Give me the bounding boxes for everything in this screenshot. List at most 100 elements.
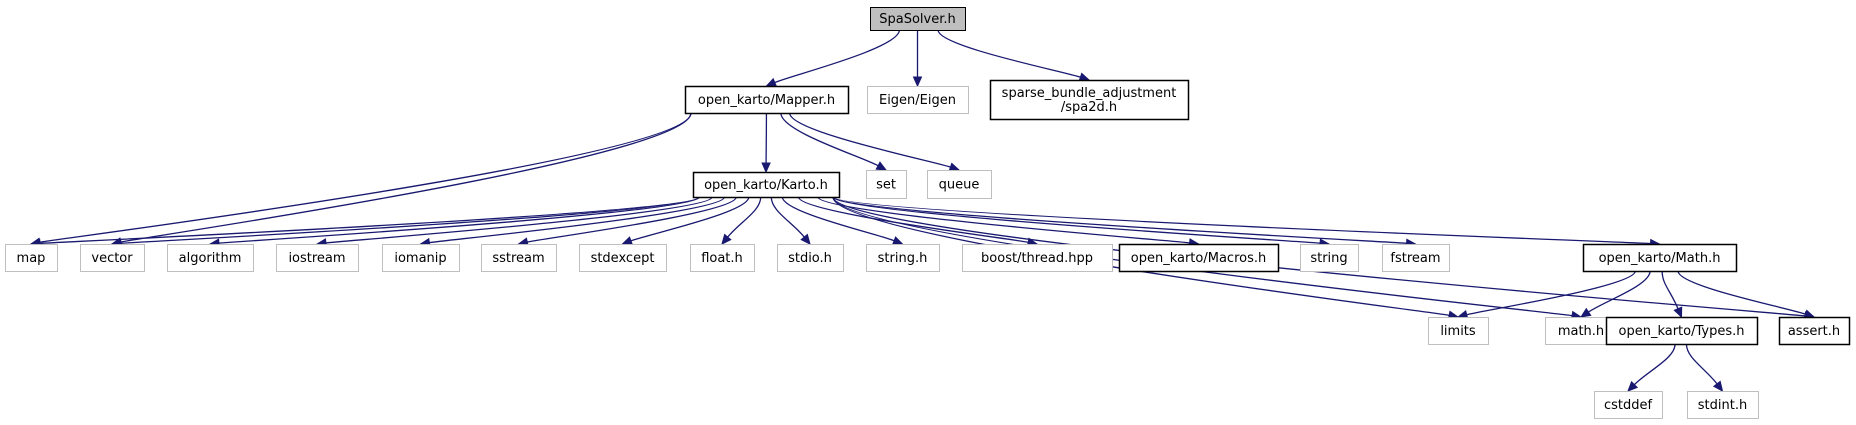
node-box — [684, 85, 850, 115]
node-string-h[interactable]: string.h — [866, 244, 940, 272]
edge-line — [780, 112, 879, 167]
node-label: map — [17, 251, 46, 266]
edge-karto-to-vector — [110, 196, 700, 248]
edge-line — [630, 196, 750, 242]
edge-math-to-asserth — [1677, 270, 1816, 319]
edge-line — [1633, 343, 1676, 386]
node-box — [866, 170, 907, 199]
arrowhead — [1627, 380, 1639, 392]
edge-line — [39, 196, 700, 245]
node-algorithm[interactable]: algorithm — [167, 244, 254, 272]
node-box — [1428, 317, 1489, 345]
node-box — [481, 244, 557, 272]
edge-math-to-limits — [1456, 270, 1636, 320]
node-boost-thread-hpp[interactable]: boost/thread.hpp — [962, 244, 1113, 272]
node-label: limits — [1440, 324, 1476, 339]
node-label: stdint.h — [1698, 398, 1747, 413]
node-iostream[interactable]: iostream — [276, 244, 359, 272]
node-label: sstream — [492, 251, 544, 266]
node-box — [1778, 316, 1851, 346]
node-sparse-bundle-adjustment-spa2d-h[interactable]: sparse_bundle_adjustment/spa2d.h — [989, 79, 1190, 121]
node-map[interactable]: map — [5, 244, 58, 272]
edge-line — [770, 196, 805, 238]
arrowhead — [765, 77, 778, 87]
node-open-karto-types-h[interactable]: open_karto/Types.h — [1605, 316, 1759, 346]
node-box — [1582, 243, 1738, 273]
node-queue[interactable]: queue — [927, 170, 992, 199]
arrowhead — [1673, 306, 1683, 319]
node-stdexcept[interactable]: stdexcept — [579, 244, 667, 272]
node-box — [927, 170, 992, 199]
node-box — [1687, 391, 1759, 419]
node-open-karto-math-h[interactable]: open_karto/Math.h — [1582, 243, 1738, 273]
node-eigen-eigen[interactable]: Eigen/Eigen — [867, 86, 969, 114]
node-stdio-h[interactable]: stdio.h — [777, 244, 844, 272]
node-label: math.h — [1558, 324, 1604, 339]
node-box — [5, 244, 58, 272]
node-sstream[interactable]: sstream — [481, 244, 557, 272]
edge-line — [120, 196, 700, 244]
node-assert-h[interactable]: assert.h — [1778, 316, 1851, 346]
node-open-karto-mapper-h[interactable]: open_karto/Mapper.h — [684, 85, 850, 115]
node-box — [989, 79, 1190, 121]
edge-mapper-to-queue — [788, 112, 961, 172]
node-box — [382, 244, 460, 272]
edge-line — [39, 112, 692, 243]
node-set[interactable]: set — [866, 170, 907, 199]
edge-spasolver-to-spa2d — [937, 29, 1091, 82]
edge-line — [797, 196, 1029, 243]
edge-math-to-types — [1661, 270, 1683, 319]
edge-mapper-to-set — [780, 112, 888, 171]
edge-line — [218, 196, 700, 244]
node-label: iostream — [288, 251, 345, 266]
node-label: Eigen/Eigen — [879, 93, 956, 108]
edge-types-to-stdinth — [1685, 343, 1724, 392]
node-fstream[interactable]: fstream — [1382, 244, 1450, 272]
node-cstddef[interactable]: cstddef — [1594, 391, 1663, 419]
node-label: open_karto/Types.h — [1619, 324, 1745, 339]
node-iomanip[interactable]: iomanip — [382, 244, 460, 272]
edges-layer — [29, 29, 1816, 392]
node-label: boost/thread.hpp — [981, 251, 1093, 266]
node-label: queue — [939, 178, 980, 193]
node-label: assert.h — [1788, 324, 1840, 339]
node-label: set — [876, 178, 896, 193]
node-label: string.h — [878, 251, 928, 266]
node-label: sparse_bundle_adjustment — [1002, 86, 1177, 101]
edge-karto-to-floath — [721, 196, 762, 245]
node-label: stdexcept — [591, 251, 655, 266]
edge-line — [937, 29, 1081, 78]
edge-line — [429, 196, 726, 244]
edge-line — [774, 29, 901, 84]
node-label: open_karto/Mapper.h — [698, 93, 835, 108]
arrowhead — [721, 233, 732, 245]
edge-line — [1466, 270, 1636, 316]
node-label: fstream — [1390, 251, 1440, 266]
node-box — [276, 244, 359, 272]
edge-line — [1677, 270, 1806, 315]
node-vector[interactable]: vector — [80, 244, 145, 272]
node-string[interactable]: string — [1300, 244, 1359, 272]
node-spasolver-h[interactable]: SpaSolver.h — [870, 7, 966, 31]
node-label: stdio.h — [788, 251, 832, 266]
edge-karto-to-fstream — [832, 196, 1417, 248]
node-box — [692, 171, 841, 199]
edge-line — [120, 112, 692, 243]
node-limits[interactable]: limits — [1428, 317, 1489, 345]
arrowhead — [1579, 307, 1592, 318]
node-open-karto-karto-h[interactable]: open_karto/Karto.h — [692, 171, 841, 199]
edge-karto-to-stdexcept — [621, 196, 750, 246]
node-math-h[interactable]: math.h — [1545, 317, 1618, 345]
node-stdint-h[interactable]: stdint.h — [1687, 391, 1759, 419]
node-float-h[interactable]: float.h — [690, 244, 755, 272]
arrowhead — [761, 162, 771, 174]
edge-spasolver-to-eigen — [912, 30, 923, 88]
edge-line — [527, 196, 737, 243]
arrowhead — [948, 162, 961, 172]
node-open-karto-macros-h[interactable]: open_karto/Macros.h — [1118, 243, 1280, 273]
node-box — [962, 244, 1113, 272]
arrowhead — [621, 236, 634, 246]
edge-spasolver-to-mapper — [765, 29, 901, 87]
node-label: cstddef — [1604, 398, 1653, 413]
node-box — [867, 86, 969, 114]
